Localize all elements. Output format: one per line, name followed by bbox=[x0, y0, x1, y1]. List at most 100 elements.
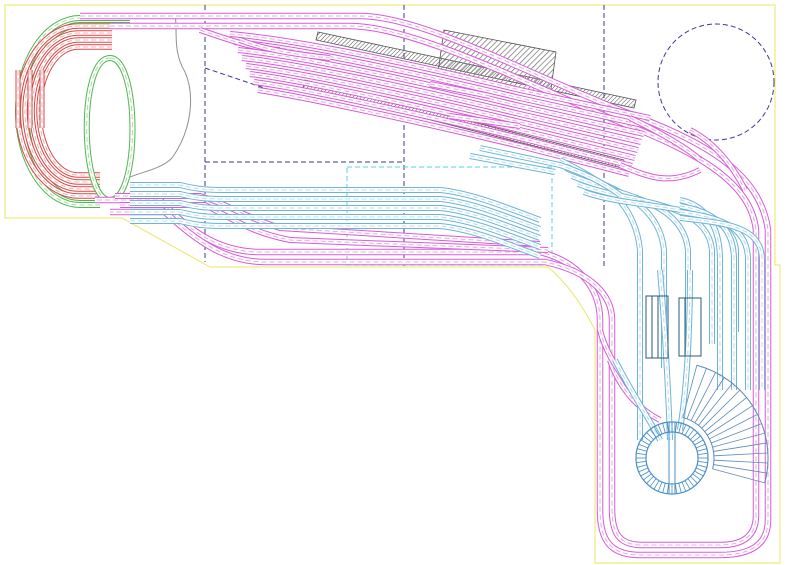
turntable-ray bbox=[662, 423, 666, 433]
track bbox=[110, 22, 760, 549]
track-sleepers bbox=[253, 81, 633, 167]
turntable-ray bbox=[695, 443, 706, 449]
track-sleepers bbox=[469, 155, 556, 173]
roundhouse-stall-line bbox=[709, 414, 758, 440]
roundhouse-stall-line bbox=[686, 368, 707, 419]
turntable-ray bbox=[674, 422, 678, 433]
turntable-ray bbox=[638, 467, 649, 473]
turntable-ray bbox=[657, 424, 663, 435]
track-bed bbox=[658, 269, 672, 441]
track-sleepers bbox=[17, 17, 130, 206]
turntable-ray bbox=[643, 435, 652, 443]
turntable-ray bbox=[697, 452, 708, 456]
turntable-ray bbox=[692, 473, 701, 481]
track-sleepers bbox=[229, 33, 651, 119]
roundhouse-stall-line bbox=[698, 383, 733, 426]
turntable-ray bbox=[666, 422, 670, 433]
turntable-ray bbox=[636, 460, 647, 464]
track bbox=[130, 209, 542, 250]
track bbox=[130, 191, 542, 232]
track-sleepers bbox=[679, 199, 721, 390]
turntable-ray bbox=[678, 423, 682, 433]
turntable-ray bbox=[687, 478, 695, 487]
roundhouse-stall-line bbox=[713, 442, 767, 452]
track-sleepers bbox=[257, 89, 630, 175]
turntable-ray bbox=[646, 476, 654, 484]
turntable-ray bbox=[638, 443, 649, 449]
roundhouse-inner-wall bbox=[682, 416, 715, 469]
roundhouse-stall-line bbox=[711, 423, 762, 444]
roundhouse-stall-line bbox=[704, 397, 747, 432]
turntable-ray bbox=[640, 439, 650, 446]
track bbox=[130, 218, 542, 259]
track-sleepers bbox=[130, 220, 541, 257]
baseboard-outline bbox=[4, 4, 781, 564]
track bbox=[130, 200, 542, 241]
turntable-ray bbox=[653, 426, 660, 436]
turntable-ray bbox=[692, 435, 701, 443]
turntable-ray bbox=[646, 432, 654, 440]
roundhouse-stall-line bbox=[682, 365, 698, 418]
turntable-ray bbox=[636, 452, 647, 456]
track bbox=[479, 145, 622, 198]
track bbox=[612, 358, 663, 442]
turntable-ray bbox=[653, 480, 660, 490]
track bbox=[628, 115, 703, 163]
roundhouse-stall-line bbox=[707, 405, 753, 436]
track-sleepers bbox=[679, 211, 749, 390]
turntable-ray bbox=[637, 464, 647, 468]
turntable-ray bbox=[695, 467, 706, 473]
scenery-contour bbox=[127, 13, 192, 179]
track bbox=[22, 30, 112, 192]
turntable-ray bbox=[694, 470, 704, 477]
track-sleepers bbox=[629, 117, 701, 161]
track-sleepers bbox=[679, 217, 763, 390]
engine-shed bbox=[645, 295, 669, 359]
track-sleepers bbox=[239, 39, 331, 59]
turntable bbox=[635, 421, 709, 495]
track-sleepers bbox=[429, 83, 491, 97]
dashed-circle-feature bbox=[657, 23, 775, 141]
track bbox=[257, 87, 630, 177]
roundhouse bbox=[682, 364, 769, 484]
track-sleepers bbox=[130, 184, 541, 221]
track-sleepers bbox=[31, 39, 112, 183]
track-sleepers bbox=[679, 205, 735, 390]
roundhouse-outer-wall bbox=[696, 364, 769, 483]
turntable-ray bbox=[697, 448, 707, 452]
track bbox=[677, 269, 693, 431]
turntable-ray bbox=[678, 483, 682, 493]
turntable-ray bbox=[697, 464, 707, 468]
track bbox=[36, 44, 112, 178]
roundhouse-stall-line bbox=[694, 377, 725, 423]
turntable-ray bbox=[649, 429, 657, 438]
track-sleepers bbox=[38, 46, 112, 176]
turntable-ray bbox=[649, 478, 657, 487]
turntable-ray bbox=[643, 473, 652, 481]
track-sleepers bbox=[679, 269, 691, 431]
track-sleepers bbox=[619, 164, 701, 179]
roundhouse-stall-line bbox=[712, 432, 765, 448]
turntable-ray bbox=[684, 480, 691, 490]
track bbox=[657, 269, 673, 441]
roundhouse-stall-line bbox=[690, 372, 716, 421]
turntable-ray bbox=[640, 470, 650, 477]
track bbox=[469, 153, 556, 175]
roundhouse-stall-line bbox=[713, 464, 767, 474]
turntable-ray bbox=[694, 439, 704, 446]
track-sleepers bbox=[130, 202, 541, 239]
track-sleepers bbox=[86, 57, 133, 201]
turntable-ray bbox=[687, 429, 695, 438]
track-sleepers bbox=[689, 129, 746, 191]
turntable-ray bbox=[666, 483, 670, 494]
turntable-ray bbox=[690, 432, 698, 440]
track bbox=[237, 47, 645, 137]
track bbox=[245, 63, 639, 153]
roundhouse-stall-line bbox=[701, 389, 741, 429]
yard-tracks bbox=[130, 145, 765, 442]
track-sleepers bbox=[237, 49, 645, 135]
track-sleepers bbox=[110, 25, 757, 546]
track-sleepers bbox=[130, 193, 541, 230]
track-sleepers bbox=[449, 115, 521, 127]
